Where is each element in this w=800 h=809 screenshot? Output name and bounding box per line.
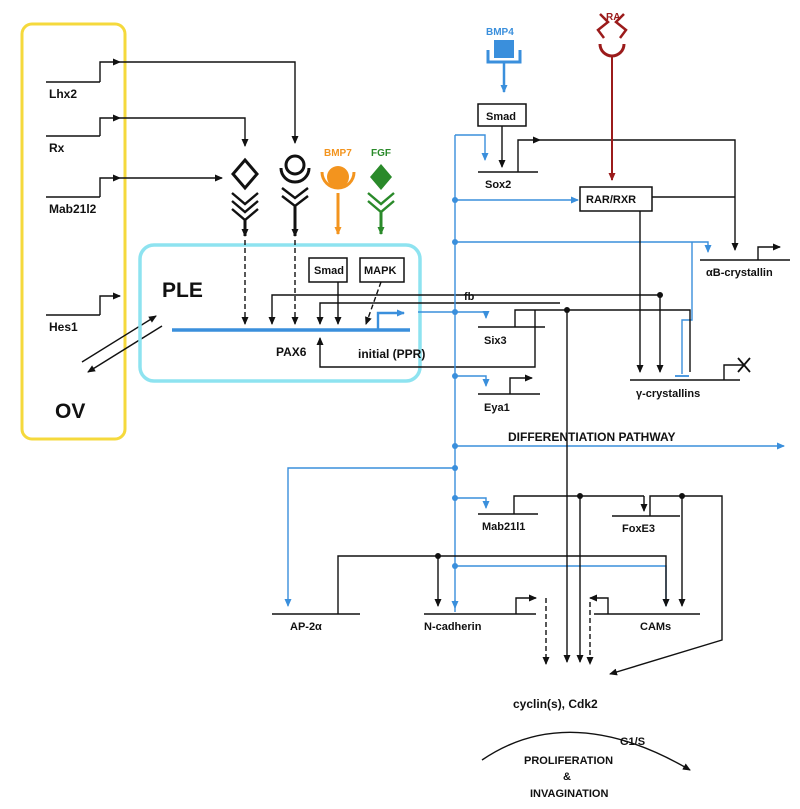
hes1-gene: Hes1 — [46, 296, 120, 334]
ple-to-ov-arrow — [87, 325, 163, 373]
ov-label: OV — [55, 400, 85, 423]
blue-to-cams-arrow — [455, 565, 670, 607]
mab21l1-promoter — [513, 495, 644, 514]
lhx2-gene: Lhx2 — [46, 62, 120, 101]
amp-label: & — [563, 771, 571, 783]
mab21l1-label: Mab21l1 — [482, 521, 525, 533]
ple-title: PLE — [162, 279, 203, 302]
rx-gene: Rx — [46, 118, 120, 155]
blue-to-eya1-arrow — [455, 375, 490, 387]
mab21l2-label: Mab21l2 — [49, 202, 97, 216]
blue-to-mab21l1-arrow — [455, 497, 490, 509]
pax6-label: PAX6 — [276, 345, 307, 359]
smad-label: Smad — [486, 111, 516, 123]
proliferation-label: PROLIFERATION — [524, 755, 613, 767]
blocked-x-icon — [737, 357, 751, 373]
blue-to-six3-arrow — [455, 311, 490, 319]
ap2a-to-cams-arrow — [337, 555, 670, 614]
lhx2-label: Lhx2 — [49, 87, 77, 101]
left-panel-box — [20, 22, 127, 441]
rarrxr-label: RAR/RXR — [586, 194, 636, 206]
six3-promoter — [514, 309, 560, 327]
rx-label: Rx — [49, 141, 65, 155]
bmp7-label: BMP7 — [324, 148, 352, 159]
sox2-label: Sox2 — [485, 179, 511, 191]
ple-mapk-label: MAPK — [364, 265, 396, 277]
eya1-label: Eya1 — [484, 402, 510, 414]
invagination-label: INVAGINATION — [530, 788, 608, 800]
blue-to-sox2-arrow — [455, 134, 489, 161]
ncadherin-label: N-cadherin — [424, 621, 482, 633]
hes1-label: Hes1 — [49, 320, 78, 334]
blue-inhibition-gcrystallin — [681, 242, 693, 374]
ple-smad-label: Smad — [314, 265, 344, 277]
foxe3-label: FoxE3 — [622, 523, 655, 535]
gcrystallins-label: γ-crystallins — [636, 388, 700, 400]
cams-label: CAMs — [640, 621, 671, 633]
rx-to-receptor-arrow — [120, 117, 249, 147]
initial-ppr-loop — [316, 310, 536, 368]
pax6-promoter-arrow — [376, 309, 405, 330]
six3-to-gcrystallin-line — [560, 309, 691, 372]
cell-cycle-arc — [481, 731, 691, 771]
sox2-to-abcrystallin-arrow — [540, 139, 739, 251]
g1s-label: G1/S — [620, 736, 645, 748]
ple-mapk-box — [359, 257, 405, 283]
bmp4-label: BMP4 — [486, 27, 514, 38]
gcrystallin-promoter — [723, 364, 744, 380]
diamond-receptor-icon — [231, 157, 259, 237]
bmp4-signal-icon: BMP4 — [486, 27, 522, 93]
six3-label: Six3 — [484, 335, 507, 347]
fb-feedback-line — [268, 294, 660, 325]
ple-box — [138, 243, 422, 383]
initial-ppr-label: initial (PPR) — [358, 347, 425, 361]
ap2a-label: AP-2α — [290, 621, 322, 633]
six3-feedback-line — [316, 302, 560, 325]
ra-signal-icon: RA — [596, 12, 628, 181]
foxe3-to-cyclin-arrow — [609, 495, 723, 676]
blue-to-abcrystallin-arrow — [455, 241, 712, 253]
fb-label: fb — [464, 291, 475, 303]
differentiation-label: DIFFERENTIATION PATHWAY — [508, 430, 676, 444]
blue-to-ap2a-arrow — [284, 467, 455, 607]
bmp7-signal-icon: BMP7 — [320, 148, 356, 235]
ple-smad-box — [308, 257, 348, 283]
circle-receptor-icon — [279, 154, 311, 237]
abcrystallin-label: αB-crystallin — [706, 267, 773, 279]
mab21l2-gene: Mab21l2 — [46, 178, 120, 216]
cyclin-label: cyclin(s), Cdk2 — [513, 697, 598, 711]
fgf-signal-icon: FGF — [367, 148, 395, 235]
rarrxr-box — [579, 186, 653, 212]
ov-to-ple-arrow — [81, 315, 157, 363]
lhx2-to-receptor-arrow — [120, 61, 299, 144]
ra-label: RA — [606, 12, 620, 23]
fgf-label: FGF — [371, 148, 391, 159]
